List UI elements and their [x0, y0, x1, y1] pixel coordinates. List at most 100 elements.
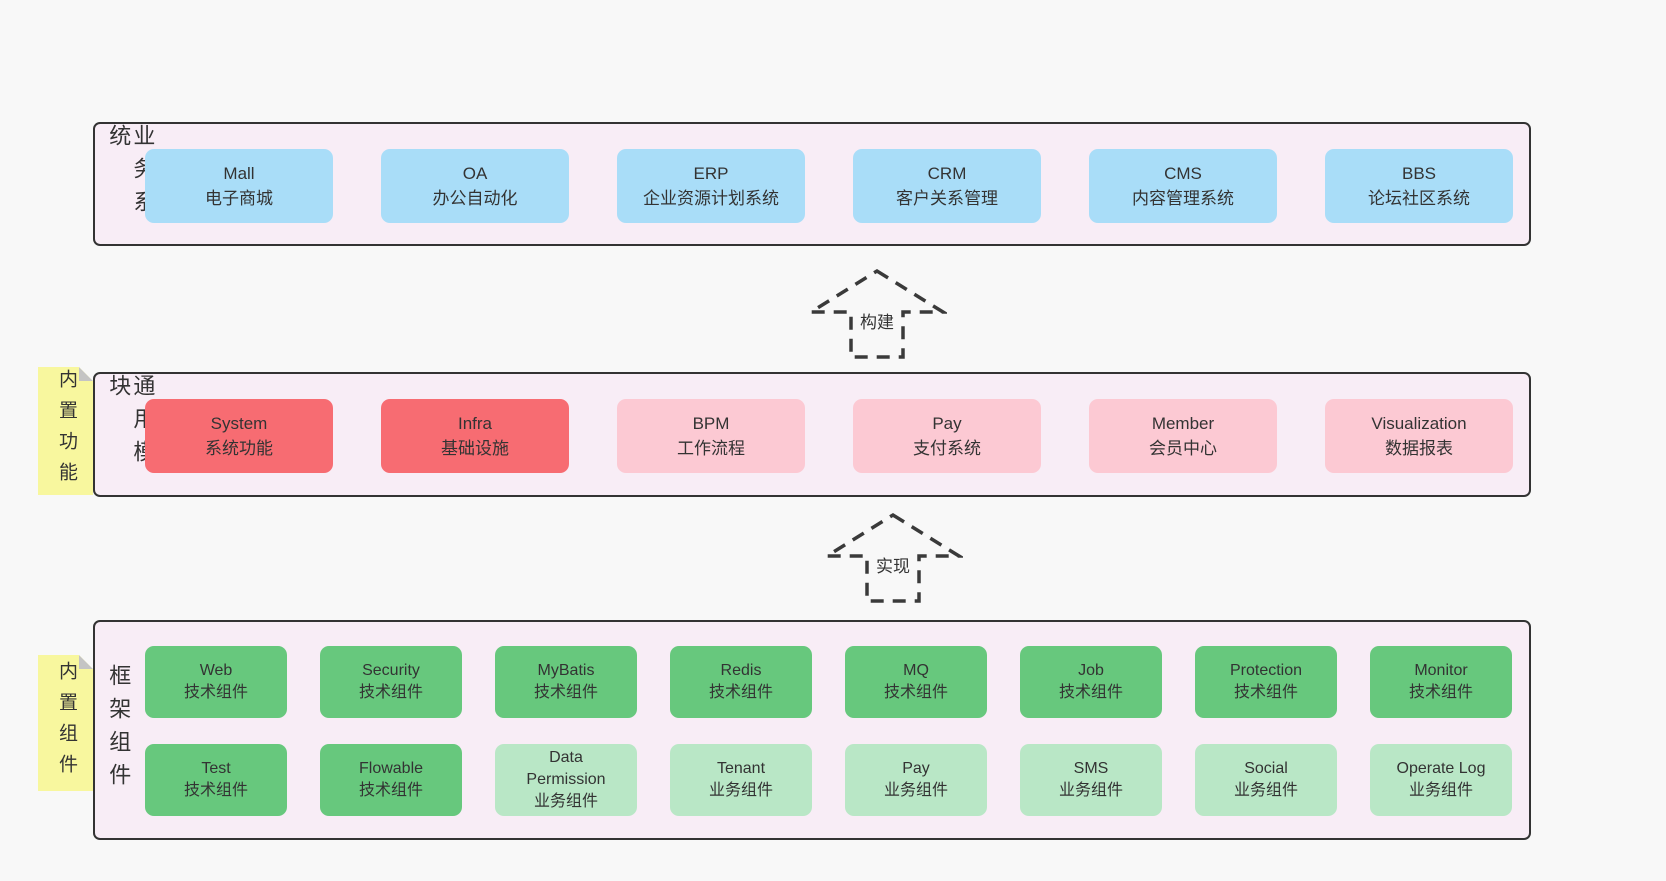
box-member: Member 会员中心 — [1089, 399, 1277, 473]
note-text: 内置功能 — [55, 369, 77, 493]
box-mybatis: MyBatis 技术组件 — [495, 646, 637, 718]
framework-components-grid: Web 技术组件 Security 技术组件 MyBatis 技术组件 Redi… — [145, 646, 1512, 816]
arrow-build: 构建 — [807, 268, 947, 360]
box-subtitle: 技术组件 — [183, 782, 248, 799]
box-title: Pay — [932, 414, 962, 433]
box-subtitle: 技术组件 — [1058, 684, 1123, 701]
band-business-systems: 业务系统 Mall 电子商城 OA 办公自动化 ERP 企业资源计划系统 CRM… — [93, 122, 1531, 246]
band-components-label: 框架组件 — [106, 622, 132, 838]
box-mall: Mall 电子商城 — [145, 149, 333, 223]
box-subtitle: 技术组件 — [708, 684, 773, 701]
note-fold-corner-icon — [79, 367, 93, 381]
box-subtitle: 技术组件 — [358, 684, 423, 701]
arrow-implement-label: 实现 — [873, 552, 913, 577]
box-social: Social 业务组件 — [1195, 744, 1337, 816]
box-subtitle: 基础设施 — [441, 439, 509, 458]
box-subtitle: 技术组件 — [1233, 684, 1298, 701]
box-pay-component: Pay 业务组件 — [845, 744, 987, 816]
box-flowable: Flowable 技术组件 — [320, 744, 462, 816]
box-web: Web 技术组件 — [145, 646, 287, 718]
box-title: Redis — [720, 662, 762, 679]
box-title: Visualization — [1371, 414, 1467, 433]
box-title: Job — [1078, 662, 1104, 679]
note-built-in-functions: 内置功能 — [38, 367, 93, 495]
box-cms: CMS 内容管理系统 — [1089, 149, 1277, 223]
box-title: BBS — [1401, 164, 1437, 183]
box-title: SMS — [1073, 760, 1109, 777]
box-subtitle: 业务组件 — [533, 793, 598, 810]
box-title: CMS — [1164, 164, 1202, 183]
box-title: Security — [362, 662, 420, 679]
up-arrow-icon — [823, 512, 963, 603]
box-erp: ERP 企业资源计划系统 — [617, 149, 805, 223]
box-title: Mall — [223, 164, 255, 183]
box-subtitle: 内容管理系统 — [1132, 189, 1234, 208]
box-title: Member — [1151, 414, 1215, 433]
box-title: Web — [199, 662, 233, 679]
box-pay-module: Pay 支付系统 — [853, 399, 1041, 473]
box-subtitle: 论坛社区系统 — [1368, 189, 1470, 208]
box-subtitle: 办公自动化 — [432, 189, 518, 208]
box-subtitle: 业务组件 — [708, 782, 773, 799]
note-built-in-components: 内置组件 — [38, 655, 93, 791]
box-operate-log: Operate Log 业务组件 — [1370, 744, 1512, 816]
box-title: MyBatis — [537, 662, 595, 679]
box-subtitle: 技术组件 — [883, 684, 948, 701]
box-bbs: BBS 论坛社区系统 — [1325, 149, 1513, 223]
box-crm: CRM 客户关系管理 — [853, 149, 1041, 223]
business-systems-row: Mall 电子商城 OA 办公自动化 ERP 企业资源计划系统 CRM 客户关系… — [145, 149, 1513, 223]
box-sms: SMS 业务组件 — [1020, 744, 1162, 816]
box-subtitle: 业务组件 — [1233, 782, 1298, 799]
box-subtitle: 技术组件 — [1408, 684, 1473, 701]
box-oa: OA 办公自动化 — [381, 149, 569, 223]
box-title: CRM — [927, 164, 967, 183]
box-title: Monitor — [1414, 662, 1468, 679]
box-subtitle: 系统功能 — [205, 439, 273, 458]
box-subtitle: 技术组件 — [533, 684, 598, 701]
band-common-modules: 通用模块 System 系统功能 Infra 基础设施 BPM 工作流程 Pay… — [93, 372, 1531, 497]
box-infra: Infra 基础设施 — [381, 399, 569, 473]
band-framework-components: 框架组件 Web 技术组件 Security 技术组件 MyBatis 技术组件… — [93, 620, 1531, 840]
note-text: 内置组件 — [55, 661, 77, 785]
box-title: Flowable — [358, 760, 424, 777]
box-subtitle: 客户关系管理 — [896, 189, 998, 208]
box-data-permission: Data Permission 业务组件 — [495, 744, 637, 816]
box-subtitle: 会员中心 — [1149, 439, 1217, 458]
box-protection: Protection 技术组件 — [1195, 646, 1337, 718]
box-title: Data Permission — [526, 749, 606, 788]
box-title: Social — [1244, 760, 1288, 777]
box-subtitle: 业务组件 — [1058, 782, 1123, 799]
box-subtitle: 技术组件 — [358, 782, 423, 799]
box-title: Test — [201, 760, 231, 777]
box-subtitle: 业务组件 — [883, 782, 948, 799]
note-fold-corner-icon — [79, 655, 93, 669]
box-monitor: Monitor 技术组件 — [1370, 646, 1512, 718]
box-security: Security 技术组件 — [320, 646, 462, 718]
box-visualization: Visualization 数据报表 — [1325, 399, 1513, 473]
box-title: Operate Log — [1396, 760, 1486, 777]
box-tenant: Tenant 业务组件 — [670, 744, 812, 816]
box-title: MQ — [903, 662, 929, 679]
box-subtitle: 工作流程 — [677, 439, 745, 458]
box-title: Pay — [902, 760, 930, 777]
box-subtitle: 技术组件 — [183, 684, 248, 701]
up-arrow-icon — [807, 268, 947, 359]
box-title: System — [210, 414, 268, 433]
box-title: ERP — [693, 164, 729, 183]
box-redis: Redis 技术组件 — [670, 646, 812, 718]
box-subtitle: 电子商城 — [205, 189, 273, 208]
box-title: Tenant — [716, 760, 766, 777]
arrow-build-label: 构建 — [857, 308, 897, 333]
box-job: Job 技术组件 — [1020, 646, 1162, 718]
box-title: Protection — [1229, 662, 1303, 679]
box-bpm: BPM 工作流程 — [617, 399, 805, 473]
box-subtitle: 数据报表 — [1385, 439, 1453, 458]
box-system: System 系统功能 — [145, 399, 333, 473]
box-title: Infra — [457, 414, 493, 433]
arrow-implement: 实现 — [823, 512, 963, 604]
box-title: BPM — [692, 414, 730, 433]
box-subtitle: 支付系统 — [913, 439, 981, 458]
band-components-label-text: 框架组件 — [106, 664, 132, 796]
box-test: Test 技术组件 — [145, 744, 287, 816]
